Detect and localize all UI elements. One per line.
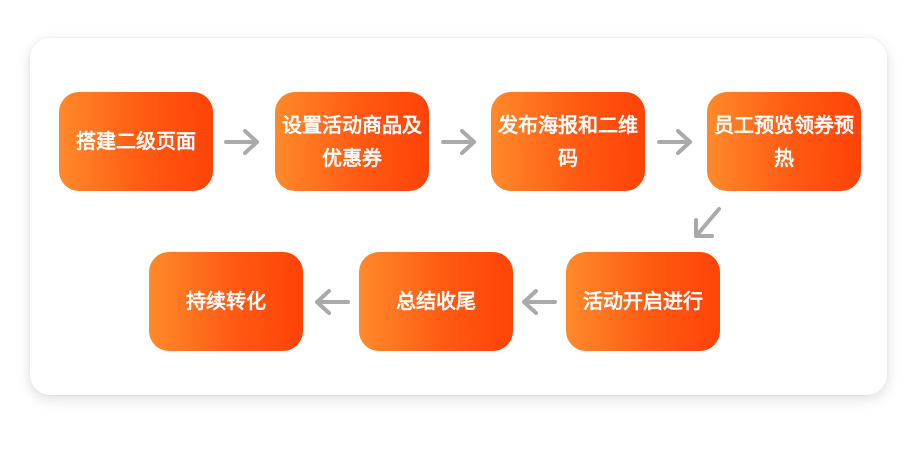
arrow-left-icon — [518, 287, 558, 317]
step-label: 总结收尾 — [396, 289, 476, 313]
arrow-down-left-icon — [687, 203, 727, 243]
arrow-right-icon — [440, 127, 480, 157]
step-label: 持续转化 — [186, 289, 266, 313]
step-build-subpage: 搭建二级页面 — [59, 92, 213, 191]
step-continuous-conversion: 持续转化 — [149, 252, 303, 351]
step-setup-products-coupons: 设置活动商品及优惠券 — [275, 92, 429, 191]
arrow-right-icon — [656, 127, 696, 157]
step-staff-preview-warmup: 员工预览领券预热 — [707, 92, 861, 191]
step-publish-poster-qrcode: 发布海报和二维码 — [491, 92, 645, 191]
arrow-right-icon — [223, 127, 263, 157]
step-activity-running: 活动开启进行 — [566, 252, 720, 351]
step-label: 活动开启进行 — [583, 289, 703, 313]
step-label: 搭建二级页面 — [76, 129, 196, 153]
step-label: 员工预览领券预热 — [714, 112, 854, 170]
arrow-left-icon — [311, 287, 351, 317]
step-label: 发布海报和二维码 — [498, 112, 638, 170]
step-label: 设置活动商品及优惠券 — [282, 112, 422, 170]
step-wrap-up: 总结收尾 — [359, 252, 513, 351]
